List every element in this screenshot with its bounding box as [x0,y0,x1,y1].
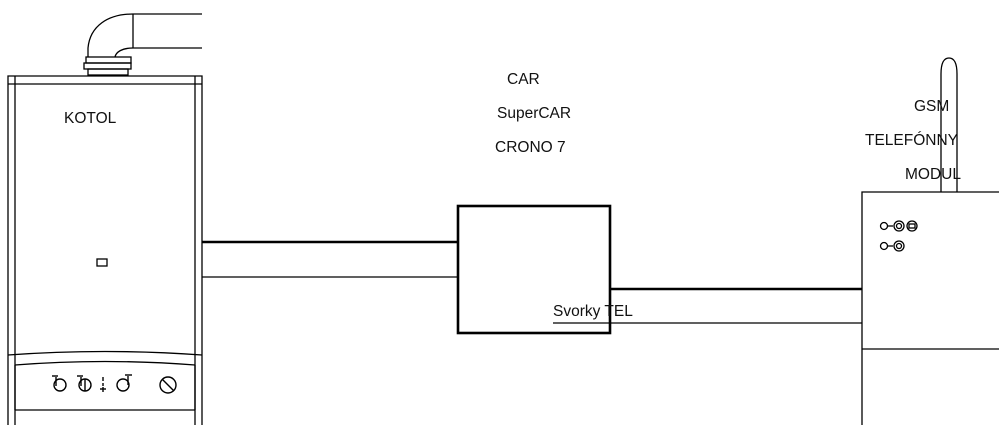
led-icon [893,240,905,252]
tap-icon [52,375,67,392]
boiler [7,13,203,425]
boiler-control-panel [52,374,177,394]
led-icon [879,241,889,251]
phone-indicator-icon [906,220,918,232]
car-label-line-3: CRONO 7 [495,139,566,156]
gsm-label-line-2: TELEFÓNNY [865,132,958,149]
car-label-line-2: SuperCAR [497,105,571,122]
radiator-tap-icon [77,375,92,392]
cable-car-gsm [553,287,862,324]
gsm-module [861,57,999,425]
boiler-indicator [96,258,108,267]
gsm-label-line-3: MODUL [905,166,961,183]
temperature-adjust-icon [100,377,106,392]
car-unit-box [456,204,612,335]
gsm-indicators [879,220,918,252]
tap-flame-icon [116,374,132,392]
no-entry-icon [159,376,177,394]
led-icon [879,221,889,231]
flue-pipe [83,13,202,76]
cable-boiler-car [202,240,458,278]
boiler-body [7,75,203,425]
car-label-line-1: CAR [507,71,540,88]
gsm-label-line-1: GSM [914,98,949,115]
antenna [940,57,958,192]
led-icon [893,220,905,232]
gsm-body [861,191,999,425]
tel-terminals-label: Svorky TEL [553,303,633,320]
boiler-label: KOTOL [64,110,117,127]
